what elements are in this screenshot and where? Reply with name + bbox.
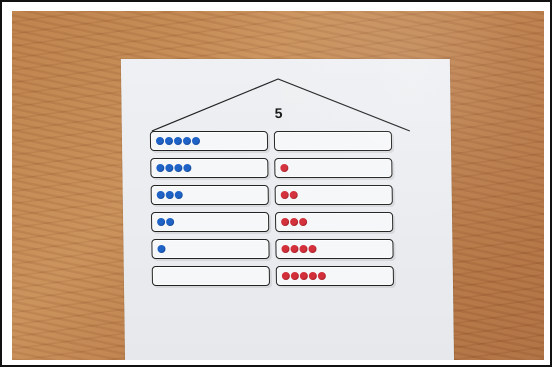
bond-row	[150, 158, 412, 178]
blue-counter-dot	[165, 137, 173, 145]
bond-row	[151, 185, 413, 205]
blue-counter-dot	[165, 164, 173, 172]
bond-row	[151, 212, 413, 232]
right-box	[275, 239, 393, 259]
red-counter-dot	[318, 272, 326, 280]
left-box	[150, 158, 268, 178]
red-counter-dot	[299, 245, 307, 253]
red-counter-dot	[290, 245, 298, 253]
blue-counter-dot	[157, 191, 165, 199]
left-box	[151, 212, 269, 232]
number-bond-grid	[150, 131, 414, 293]
left-box	[151, 239, 269, 259]
left-box	[152, 266, 270, 286]
blue-counter-dot	[156, 164, 164, 172]
blue-counter-dot	[166, 191, 174, 199]
red-counter-dot	[291, 272, 299, 280]
blue-counter-dot	[192, 137, 200, 145]
blue-counter-dot	[175, 191, 183, 199]
right-box	[274, 158, 392, 178]
red-counter-dot	[282, 272, 290, 280]
number-house: 5	[149, 77, 414, 307]
red-counter-dot	[290, 218, 298, 226]
blue-counter-dot	[156, 137, 164, 145]
red-counter-dot	[300, 272, 308, 280]
red-counter-dot	[309, 272, 317, 280]
red-counter-dot	[290, 191, 298, 199]
house-number: 5	[275, 106, 283, 120]
right-box	[275, 185, 393, 205]
blue-counter-dot	[157, 245, 165, 253]
red-counter-dot	[299, 218, 307, 226]
red-counter-dot	[281, 191, 289, 199]
blue-counter-dot	[183, 164, 191, 172]
blue-counter-dot	[157, 218, 165, 226]
bond-row	[150, 131, 412, 151]
blue-counter-dot	[183, 137, 191, 145]
blue-counter-dot	[166, 218, 174, 226]
right-box	[274, 131, 392, 151]
worksheet-paper: 5	[121, 59, 454, 360]
blue-counter-dot	[174, 137, 182, 145]
bond-row	[151, 239, 413, 259]
left-box	[150, 131, 268, 151]
bond-row	[152, 266, 414, 286]
red-counter-dot	[308, 245, 316, 253]
tabletop-photo: 5	[12, 11, 544, 360]
red-counter-dot	[280, 164, 288, 172]
left-box	[151, 185, 269, 205]
right-box	[275, 212, 393, 232]
red-counter-dot	[281, 245, 289, 253]
red-counter-dot	[281, 218, 289, 226]
blue-counter-dot	[174, 164, 182, 172]
right-box	[276, 266, 394, 286]
